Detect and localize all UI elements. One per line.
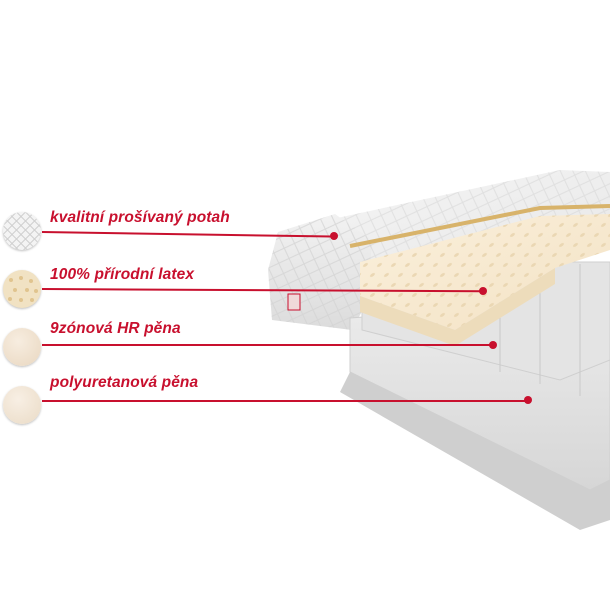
leader-line-pu-foam (42, 400, 527, 402)
layer-label-pu-foam: polyuretanová pěna (50, 374, 199, 391)
leader-dot-pu-foam (524, 396, 532, 404)
swatch-quilted-cover (3, 212, 41, 250)
leader-line-hr-foam (42, 344, 492, 346)
leader-dot-cover (330, 232, 338, 240)
layer-label-hr-foam: 9zónová HR pěna (50, 320, 181, 337)
leader-dot-latex (479, 287, 487, 295)
quilted-cover-swatch-icon (3, 212, 41, 250)
layer-label-latex: 100% přírodní latex (50, 266, 195, 283)
leader-dot-hr-foam (489, 341, 497, 349)
swatch-hr-foam (3, 328, 41, 366)
latex-edge-strip (349, 204, 610, 248)
layer-label-cover: kvalitní prošívaný potah (50, 209, 230, 226)
swatch-latex (3, 270, 41, 308)
latex-swatch-icon (8, 276, 38, 302)
swatch-pu-foam (3, 386, 41, 424)
